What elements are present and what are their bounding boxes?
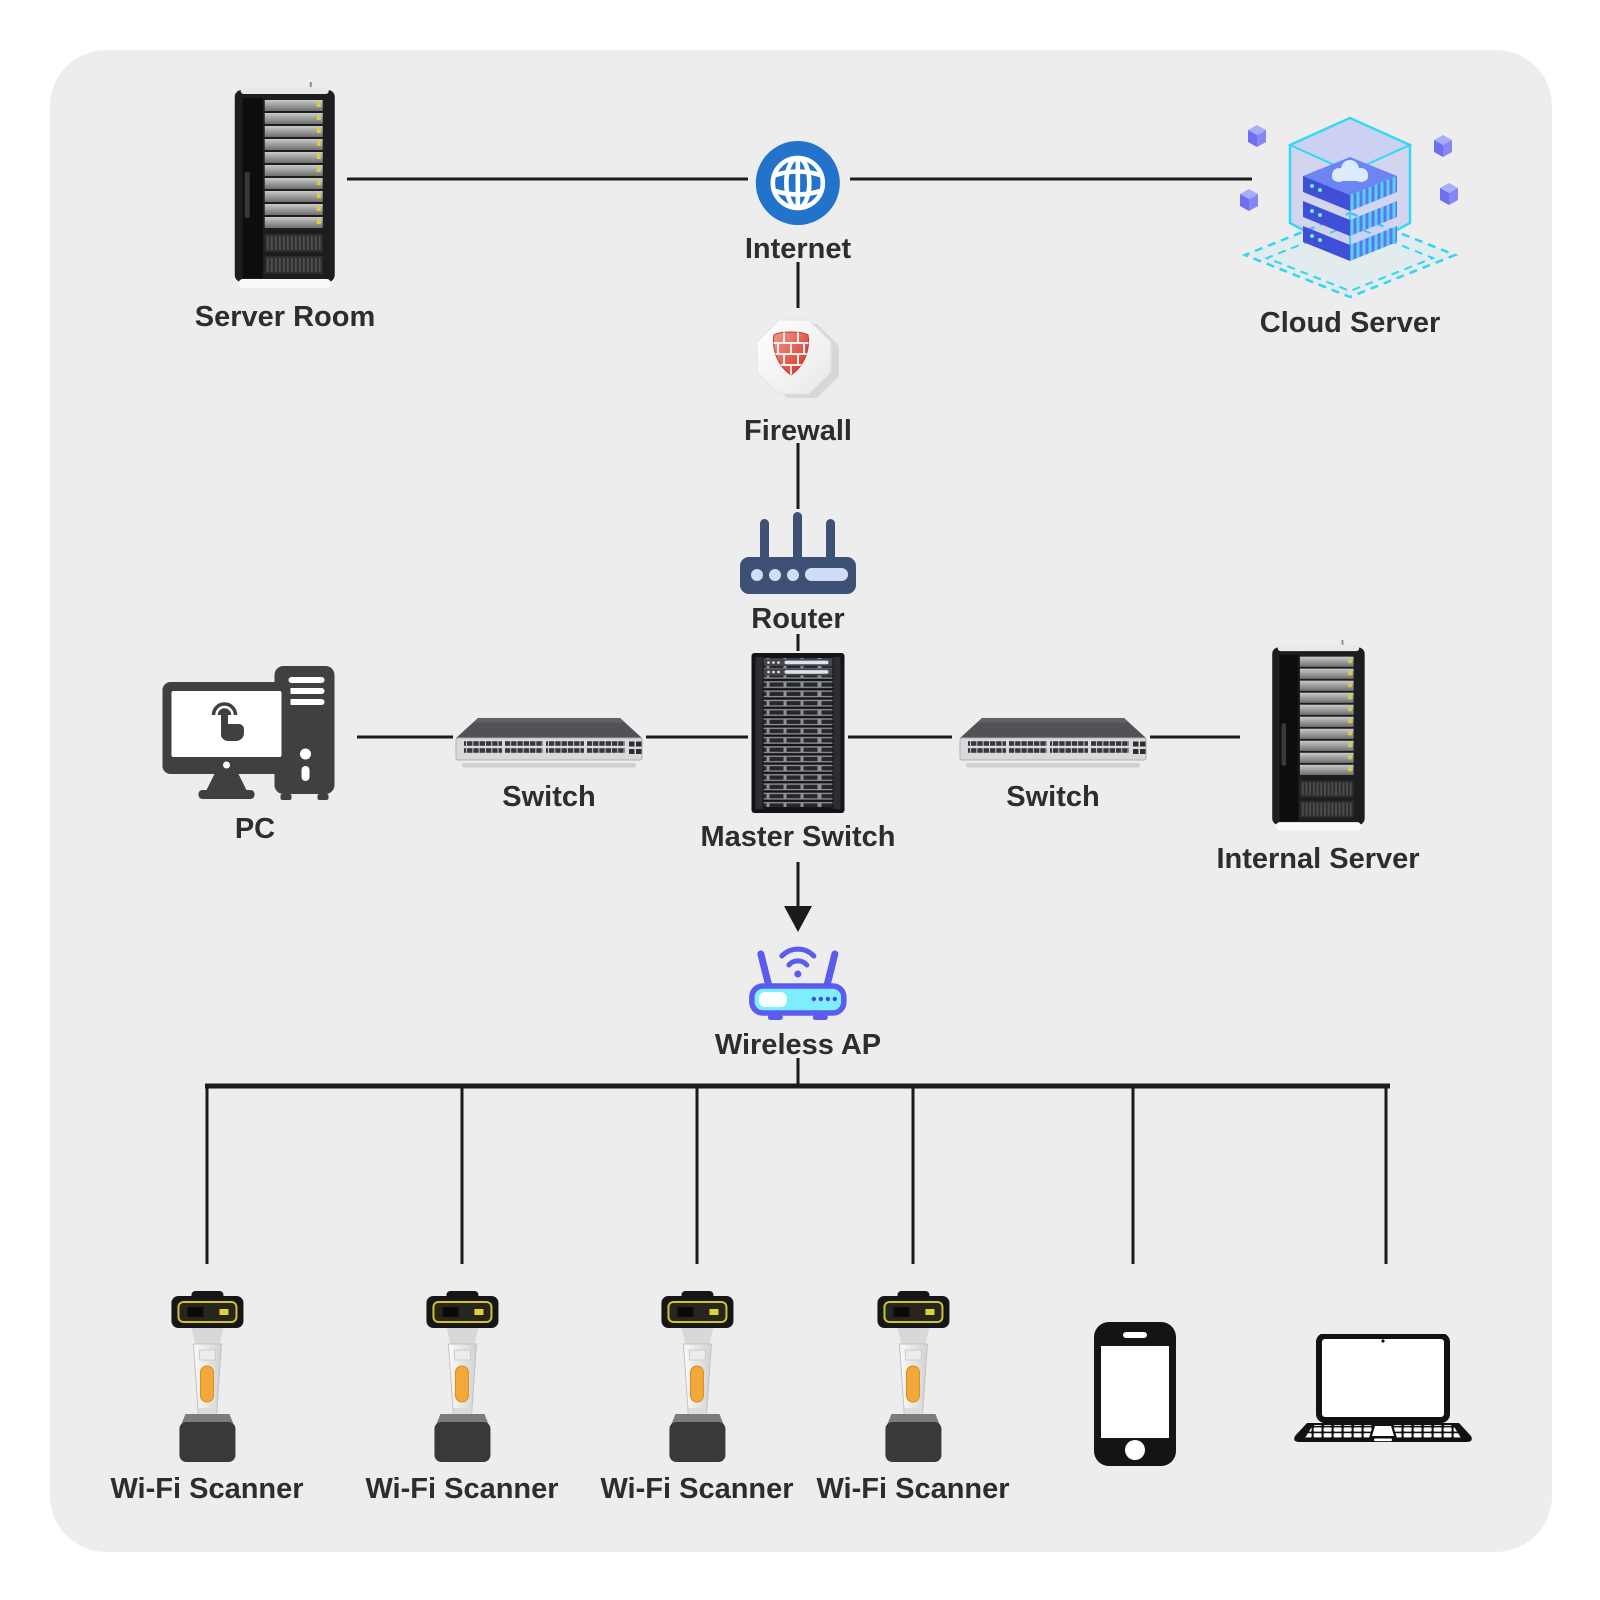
- node-scanner-3: Wi-Fi Scanner: [600, 1288, 794, 1506]
- node-scanner-4: Wi-Fi Scanner: [816, 1288, 1010, 1506]
- node-label: Switch: [1006, 781, 1100, 813]
- barcode-scanner-icon: [170, 1291, 243, 1462]
- node-label: Wi-Fi Scanner: [600, 1473, 794, 1505]
- node-laptop: [1293, 1334, 1473, 1448]
- node-scanner-1: Wi-Fi Scanner: [110, 1288, 304, 1506]
- node-internet: Internet: [745, 140, 851, 266]
- smartphone-icon: [1094, 1322, 1176, 1466]
- node-master-switch: Master Switch: [701, 652, 896, 854]
- node-label: Router: [751, 603, 845, 635]
- node-server-room: Server Room: [194, 82, 376, 334]
- wireless-ap-icon: [749, 946, 847, 1020]
- node-label: Master Switch: [700, 821, 896, 853]
- rack-switch-icon: [959, 718, 1147, 768]
- node-wireless-ap: Wireless AP: [715, 934, 881, 1062]
- node-switch-right: Switch: [958, 712, 1148, 814]
- node-switch-left: Switch: [454, 712, 644, 814]
- node-label: Internal Server: [1216, 843, 1420, 875]
- server-rack-icon: [1271, 640, 1365, 831]
- mini-cube-icon: [1240, 189, 1258, 211]
- node-label: Wi-Fi Scanner: [816, 1473, 1010, 1505]
- node-cloud-server: Cloud Server: [1235, 105, 1465, 340]
- node-label: Switch: [502, 781, 596, 813]
- rack-switch-icon: [455, 718, 643, 768]
- node-label: Server Room: [194, 301, 376, 333]
- cloud-server-icon: [1240, 116, 1459, 299]
- server-rack-icon: [234, 82, 335, 288]
- globe-icon: [756, 141, 840, 225]
- node-pc: PC: [162, 666, 348, 846]
- node-label: Internet: [744, 233, 852, 265]
- mini-cube-icon: [1248, 125, 1266, 147]
- barcode-scanner-icon: [425, 1291, 498, 1462]
- firewall-shield-icon: [756, 319, 839, 398]
- node-internal-server: Internal Server: [1216, 640, 1420, 876]
- desktop-pc-icon: [162, 666, 335, 800]
- node-firewall: Firewall: [744, 312, 852, 448]
- mini-cube-icon: [1440, 183, 1458, 205]
- node-label: Cloud Server: [1259, 307, 1441, 339]
- node-label: PC: [234, 813, 276, 845]
- barcode-scanner-icon: [876, 1291, 949, 1462]
- barcode-scanner-icon: [660, 1291, 733, 1462]
- laptop-icon: [1294, 1334, 1472, 1442]
- switch-stack-icon: [751, 653, 845, 813]
- node-router: Router: [740, 512, 856, 636]
- node-phone: [1094, 1322, 1176, 1466]
- router-icon: [740, 512, 856, 594]
- touch-hand-icon: [221, 710, 244, 741]
- node-label: Wi-Fi Scanner: [365, 1473, 559, 1505]
- mini-cube-icon: [1434, 135, 1452, 157]
- node-scanner-2: Wi-Fi Scanner: [365, 1288, 559, 1506]
- node-label: Wireless AP: [714, 1029, 882, 1061]
- node-label: Wi-Fi Scanner: [110, 1473, 304, 1505]
- node-label: Firewall: [744, 415, 852, 447]
